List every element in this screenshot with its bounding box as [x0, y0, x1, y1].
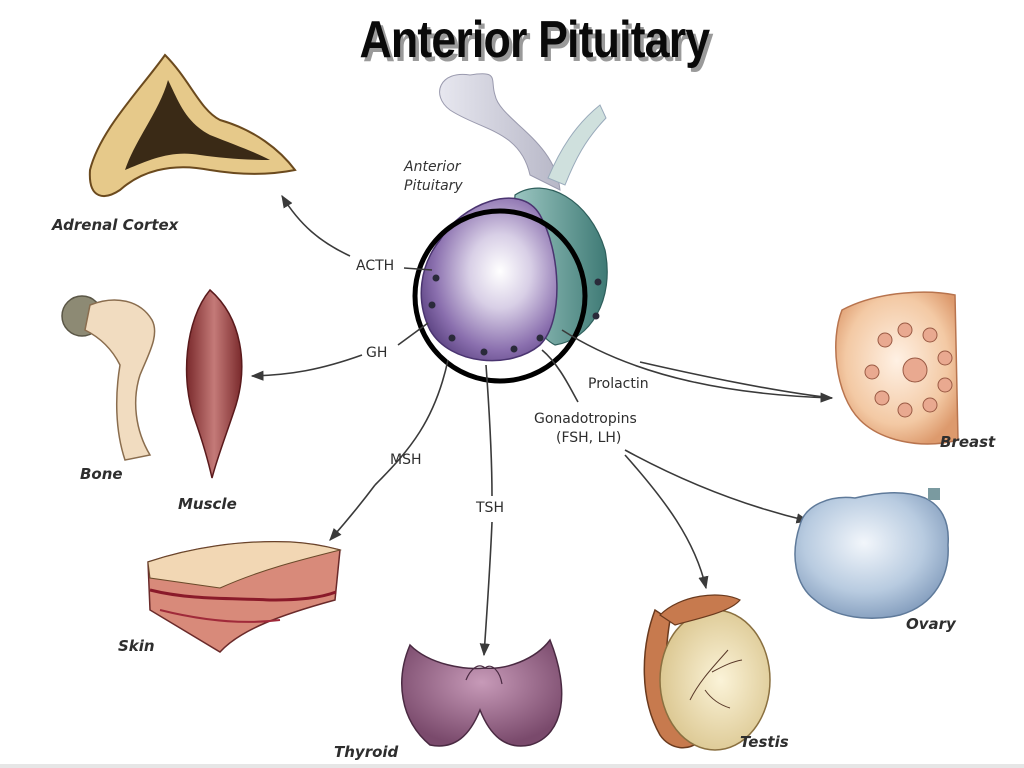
bone-illustration: [61, 295, 156, 461]
ovary-illustration: [794, 488, 949, 619]
infundibulum-stalk: [439, 73, 561, 191]
highlight-circle: [412, 208, 588, 384]
target-label-ovary: Ovary: [906, 615, 956, 633]
hormone-label-prolactin: Prolactin: [588, 376, 649, 392]
arrow-acth: [281, 194, 351, 257]
arrow-tsh: [485, 364, 493, 497]
hormone-label-fsh-lh: (FSH, LH): [556, 430, 622, 446]
adrenal-cortex-illustration: [88, 53, 297, 197]
arrow-prolactin-2: [639, 361, 833, 399]
skin-illustration: [147, 540, 342, 653]
hormone-label-acth: ACTH: [356, 258, 395, 274]
target-label-skin: Skin: [118, 637, 155, 655]
bottom-rule: [0, 764, 1024, 768]
arrow-gonadotropins: [541, 349, 579, 403]
hormone-label-gh: GH: [366, 345, 388, 361]
target-label-testis: Testis: [740, 733, 789, 751]
gland-label-line-1: Anterior: [404, 159, 461, 175]
hormone-label-msh: MSH: [390, 452, 422, 468]
thyroid-illustration: [401, 638, 563, 747]
hormone-arrows: [250, 194, 834, 657]
arrow-ovary: [624, 449, 810, 524]
gland-label-line-2: Pituitary: [404, 178, 463, 194]
arrow-msh: [374, 359, 449, 486]
breast-illustration: [835, 291, 959, 445]
target-label-breast: Breast: [940, 433, 996, 451]
arrow-gh: [250, 354, 363, 381]
target-label-muscle: Muscle: [178, 495, 237, 513]
arrow-prolactin-1: [561, 329, 834, 403]
page-title: Anterior Pituitary: [359, 11, 710, 69]
arrow-testis: [624, 454, 709, 590]
pituitary-gland: [412, 73, 608, 384]
testis-illustration: [643, 594, 771, 751]
hormone-label-gonadotropins: Gonadotropins: [534, 411, 637, 427]
target-label-adrenal-cortex: Adrenal Cortex: [52, 216, 179, 234]
target-label-thyroid: Thyroid: [334, 743, 399, 761]
muscle-illustration: [185, 288, 243, 479]
posterior-stalk: [547, 104, 607, 186]
anterior-pituitary-label: Anterior Pituitary: [404, 158, 463, 196]
anterior-lobe: [420, 197, 558, 362]
target-label-bone: Bone: [80, 465, 123, 483]
hormone-label-tsh: TSH: [476, 500, 504, 516]
